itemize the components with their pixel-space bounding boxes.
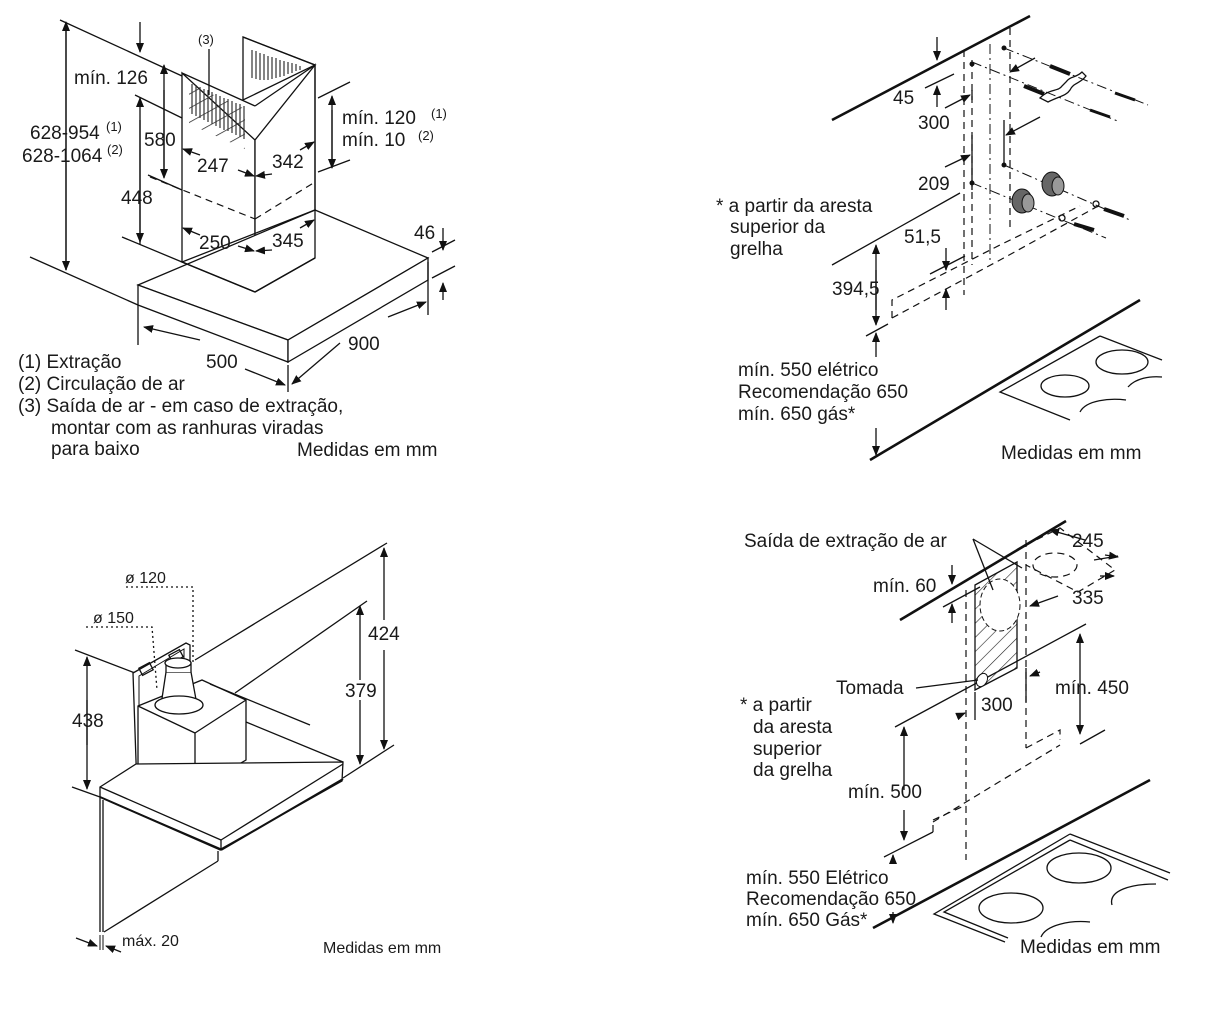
- label-min-120: mín. 120: [342, 108, 416, 129]
- legend-line-1: (1) Extração: [18, 352, 121, 373]
- label-448: 448: [121, 188, 153, 209]
- label-diameter-150: ø 150: [93, 610, 134, 627]
- note-line-1: * a partir: [740, 695, 812, 716]
- superscript: (2): [418, 128, 434, 143]
- hob-icon: [998, 335, 1163, 421]
- label-580: 580: [144, 130, 176, 151]
- label-45: 45: [893, 88, 914, 109]
- units-label: Medidas em mm: [1001, 443, 1141, 464]
- label-socket: Tomada: [836, 678, 904, 699]
- clearance-recommended: Recomendação 650: [746, 889, 916, 910]
- legend-line-4: montar com as ranhuras viradas: [51, 418, 323, 439]
- hob-icon: [932, 833, 1171, 943]
- label-air-outlet: Saída de extração de ar: [744, 531, 947, 552]
- superscript: (1): [106, 119, 122, 134]
- label-min-60: mín. 60: [873, 576, 936, 597]
- grill-icon: [189, 50, 301, 149]
- label-342: 342: [272, 152, 304, 173]
- note-line-1: * a partir da aresta: [716, 196, 873, 217]
- panel-side-view-dimensions: ø 120 ø 150 438 379 424 máx. 20 Medidas …: [71, 542, 441, 957]
- label-379: 379: [345, 681, 377, 702]
- label-500: 500: [206, 352, 238, 373]
- socket-icon: [975, 672, 989, 688]
- clearance-gas: mín. 650 Gás*: [746, 910, 868, 931]
- label-438: 438: [72, 711, 104, 732]
- panel-wall-mounting-dimensions: 45 300 209 51,5 394,5 * a partir da ares…: [716, 14, 1163, 464]
- clearance-electric: mín. 550 elétrico: [738, 360, 878, 381]
- label-min-126: mín. 126: [74, 68, 148, 89]
- clearance-recommended: Recomendação 650: [738, 382, 908, 403]
- label-335: 335: [1072, 588, 1104, 609]
- label-250: 250: [199, 233, 231, 254]
- label-300: 300: [981, 695, 1013, 716]
- label-900: 900: [348, 334, 380, 355]
- units-label: Medidas em mm: [1020, 937, 1160, 958]
- label-outlet-ref: (3): [198, 32, 214, 47]
- label-300: 300: [918, 113, 950, 134]
- legend-line-2: (2) Circulação de ar: [18, 374, 186, 395]
- legend-line-3: (3) Saída de ar - em caso de extração,: [18, 396, 343, 417]
- label-394-5: 394,5: [832, 279, 880, 300]
- panel-outlet-and-clearance: Saída de extração de ar 245 mín. 60 335 …: [740, 519, 1171, 958]
- note-line-4: da grelha: [753, 760, 833, 781]
- label-max-20: máx. 20: [122, 933, 179, 950]
- note-line-3: superior: [753, 739, 822, 760]
- units-label: Medidas em mm: [297, 440, 437, 461]
- label-min-450: mín. 450: [1055, 678, 1129, 699]
- label-min-10: mín. 10: [342, 130, 405, 151]
- label-46: 46: [414, 223, 435, 244]
- label-min-500: mín. 500: [848, 782, 922, 803]
- note-line-2: superior da: [730, 217, 825, 238]
- label-424: 424: [368, 624, 400, 645]
- label-diameter-120: ø 120: [125, 570, 166, 587]
- label-247: 247: [197, 156, 229, 177]
- units-label: Medidas em mm: [323, 940, 441, 957]
- clearance-electric: mín. 550 Elétrico: [746, 868, 889, 889]
- label-209: 209: [918, 174, 950, 195]
- note-line-3: grelha: [730, 239, 783, 260]
- wall-plug-icon: [1023, 64, 1136, 232]
- duct-collar-icon: [154, 657, 204, 715]
- label-51-5: 51,5: [904, 227, 941, 248]
- superscript: (2): [107, 142, 123, 157]
- label-245: 245: [1072, 531, 1104, 552]
- rubber-grommet-icon: [1011, 171, 1065, 214]
- label-345: 345: [272, 231, 304, 252]
- label-total-height-recirculation: 628-1064: [22, 146, 103, 167]
- clearance-gas: mín. 650 gás*: [738, 404, 856, 425]
- superscript: (1): [431, 106, 447, 121]
- label-total-height-extraction: 628-954: [30, 123, 100, 144]
- bracket-icon: [1038, 71, 1087, 103]
- legend-line-5: para baixo: [51, 439, 140, 460]
- panel-chimney-hood-dimensions: (3) mín. 126 628-954 (1) 628-1064 (2) 58…: [18, 19, 456, 461]
- note-line-2: da aresta: [753, 717, 833, 738]
